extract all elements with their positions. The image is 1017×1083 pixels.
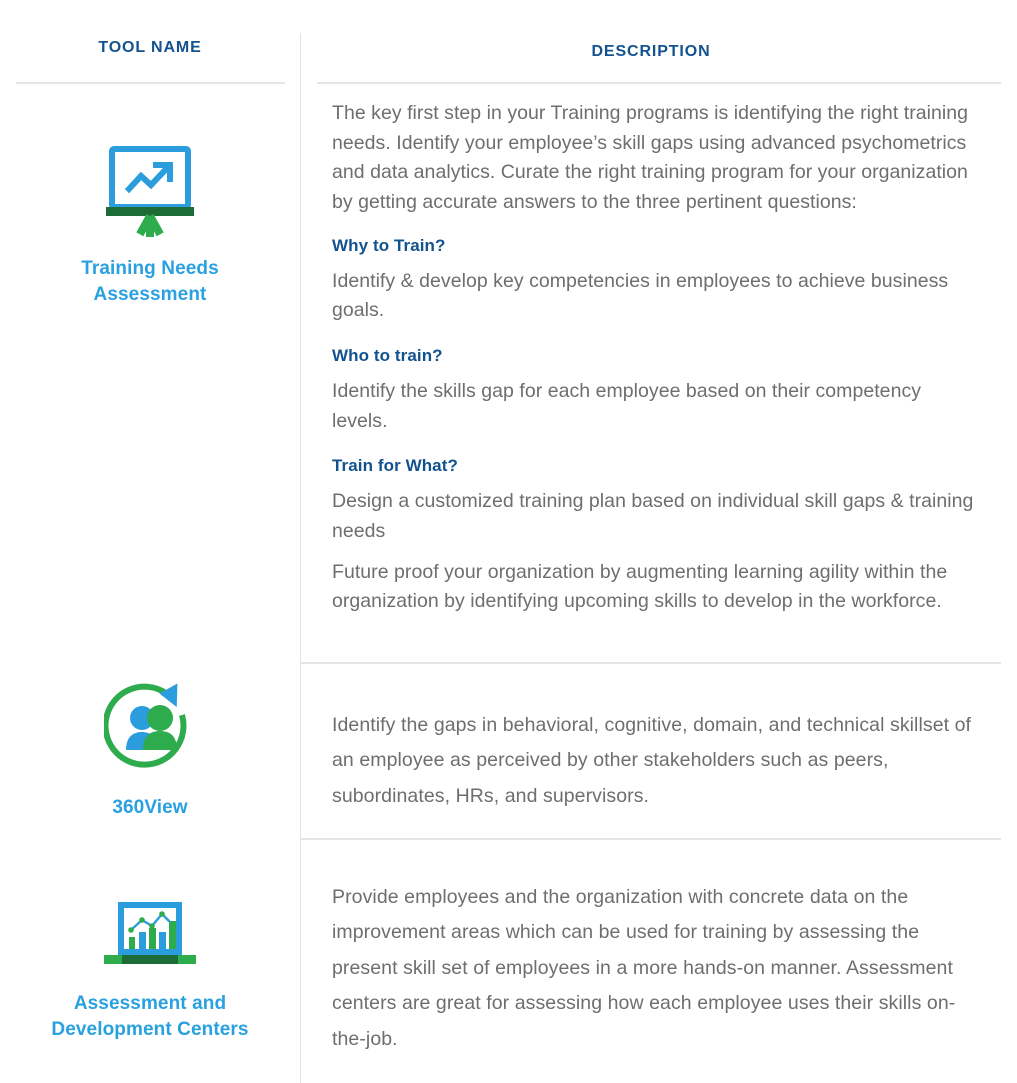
tool-name-line-1: Assessment and	[73, 993, 227, 1015]
answer-train-for-what-secondary: Future proof your organization by augmen…	[332, 560, 948, 613]
laptop-bar-chart-icon	[100, 899, 200, 978]
tool-name-label: Assessment and Development Centers	[51, 991, 248, 1041]
subheading-why-to-train: Why to Train?	[332, 235, 446, 255]
description-paragraph: Provide employees and the organization w…	[332, 886, 956, 1050]
tool-name-cell: 360View	[0, 664, 300, 838]
subheading-who-to-train: Who to train?	[332, 345, 443, 365]
column-header-tool-name: TOOL NAME	[98, 39, 202, 56]
tool-name-label: 360View	[112, 795, 187, 820]
subheading-train-for-what: Train for What?	[332, 456, 458, 476]
tool-name-cell: Assessment and Development Centers	[0, 840, 300, 1083]
tool-name-cell: Training Needs Assessment	[0, 84, 300, 662]
question-block-train-for-what: Train for What? Design a customized trai…	[332, 455, 976, 617]
tool-name-line-1: 360View	[112, 796, 188, 818]
description-intro-paragraph: The key first step in your Training prog…	[332, 102, 969, 213]
description-cell: Provide employees and the organization w…	[332, 840, 976, 1083]
row-divider-2	[301, 838, 1001, 840]
column-header-description: DESCRIPTION	[591, 43, 711, 60]
header-divider-left	[16, 82, 285, 84]
column-separator	[300, 33, 301, 1083]
header-divider-right	[317, 82, 1001, 84]
circular-arrow-two-people-icon	[102, 682, 196, 779]
tool-name-line-2: Development Centers	[51, 1018, 249, 1040]
tool-name-label: Training Needs Assessment	[81, 256, 219, 306]
table-row: Assessment and Development Centers Provi…	[0, 840, 1017, 1083]
table-row: Training Needs Assessment The key first …	[0, 84, 1017, 662]
answer-who-to-train: Identify the skills gap for each employe…	[332, 379, 922, 432]
table-row: 360View Identify the gaps in behavioral,…	[0, 664, 1017, 838]
description-cell: The key first step in your Training prog…	[332, 84, 976, 662]
tool-name-line-1: Training Needs	[81, 258, 219, 280]
row-divider-1	[301, 662, 1001, 664]
question-block-why-to-train: Why to Train? Identify & develop key com…	[332, 235, 976, 326]
description-cell: Identify the gaps in behavioral, cogniti…	[332, 664, 976, 838]
table-header-row: TOOL NAME DESCRIPTION	[0, 0, 1017, 84]
question-block-who-to-train: Who to train? Identify the skills gap fo…	[332, 345, 976, 436]
answer-train-for-what: Design a customized training plan based …	[332, 490, 974, 542]
flipchart-growth-chart-icon	[102, 145, 198, 242]
answer-why-to-train: Identify & develop key competencies in e…	[332, 269, 949, 322]
tool-name-line-2: Assessment	[93, 283, 207, 305]
description-paragraph: Identify the gaps in behavioral, cogniti…	[332, 714, 972, 807]
